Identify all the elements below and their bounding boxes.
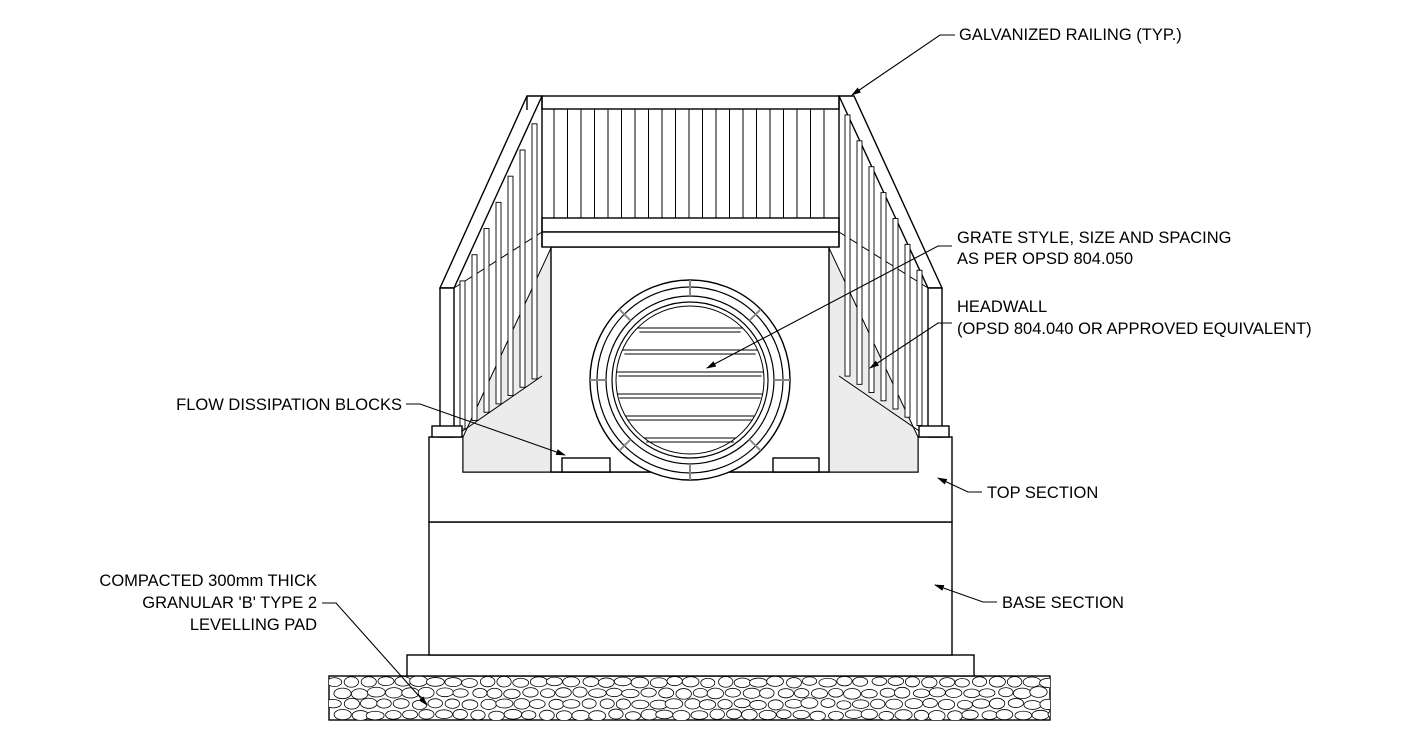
label-railing: GALVANIZED RAILING (TYP.)	[959, 26, 1182, 44]
levelling-pad	[328, 675, 1051, 721]
label-top-section: TOP SECTION	[987, 484, 1098, 502]
label-headwall-2: (OPSD 804.040 OR APPROVED EQUIVALENT)	[957, 320, 1312, 338]
pipe-grate	[589, 279, 791, 481]
label-base-section: BASE SECTION	[1002, 594, 1124, 612]
label-headwall-1: HEADWALL	[957, 298, 1047, 316]
label-grate-1: GRATE STYLE, SIZE AND SPACING	[957, 229, 1231, 247]
label-grate-2: AS PER OPSD 804.050	[957, 250, 1133, 268]
label-pad-2: GRANULAR 'B' TYPE 2	[142, 594, 317, 612]
galvanized-railing	[431, 95, 950, 438]
base-slab	[406, 654, 975, 677]
label-flow-blocks: FLOW DISSIPATION BLOCKS	[176, 396, 402, 414]
label-pad-1: COMPACTED 300mm THICK	[99, 572, 317, 590]
label-pad-3: LEVELLING PAD	[190, 616, 317, 634]
base-section	[428, 521, 953, 656]
leaders	[322, 34, 997, 706]
